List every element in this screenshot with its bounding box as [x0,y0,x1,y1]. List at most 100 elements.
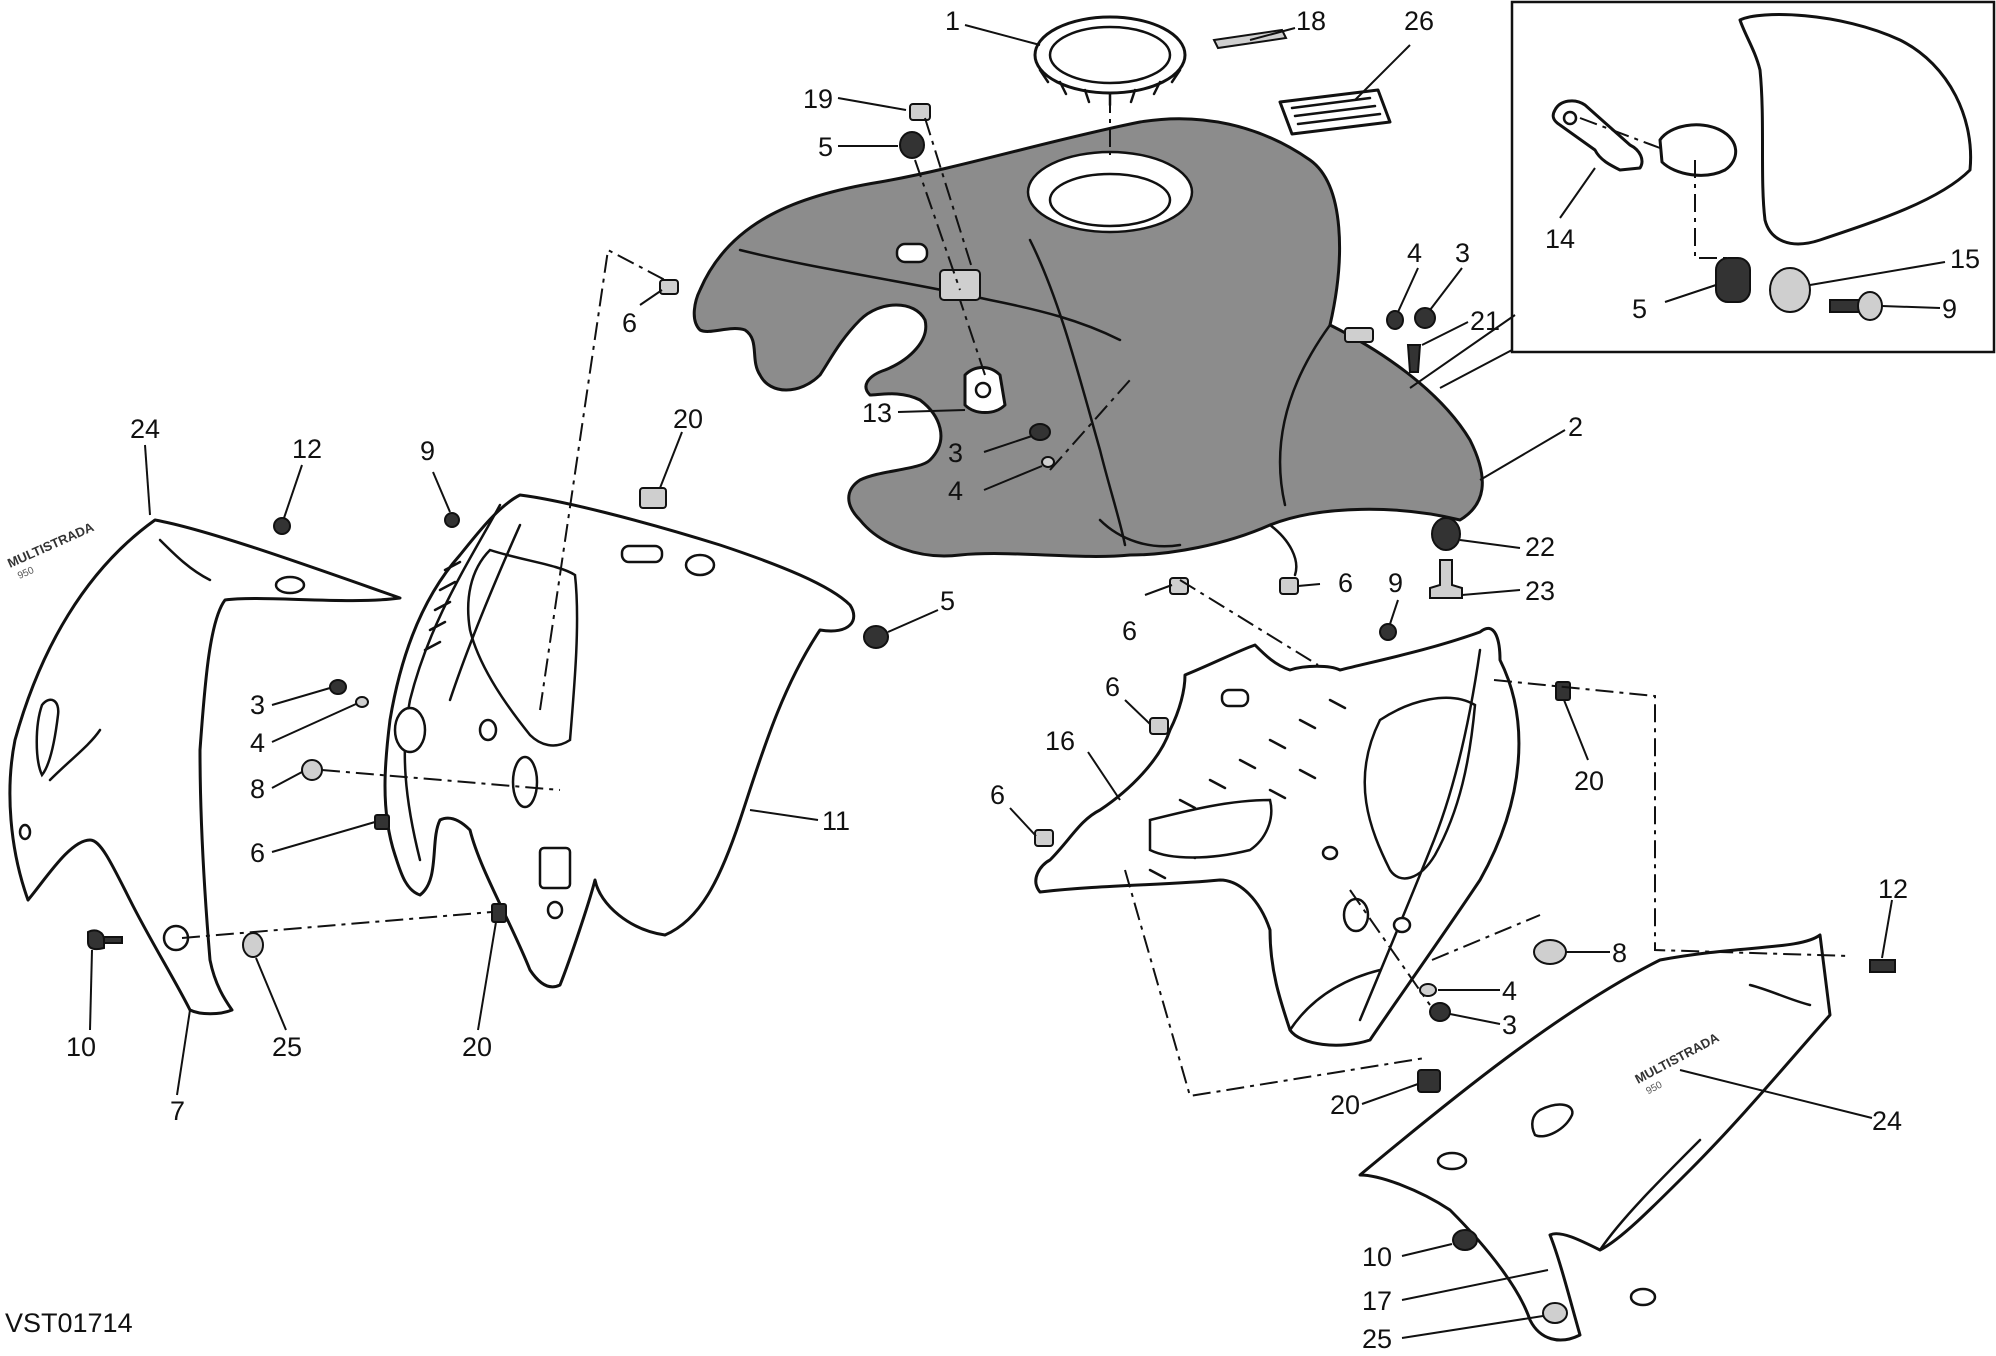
inset-panel-edge [1738,13,1973,246]
callout-25-left: 25 [272,1032,302,1062]
inset-panel-tab [1658,123,1738,177]
clip-6-lower-center [1279,577,1299,595]
line-right-clip20-box [1493,679,1851,957]
inset-grommet-5 [1715,257,1751,303]
callout-4-right: 4 [1502,976,1517,1006]
callout-4-tank-right: 4 [1407,238,1422,268]
leader-4c [271,703,357,743]
washer-4-center [1041,456,1055,468]
left-inner-panel [383,493,856,989]
leader-9c [432,471,451,513]
screw-10-left [87,929,105,951]
callout-4-center: 4 [948,476,963,506]
right-inner-panel-window [1363,696,1477,880]
line-center-screw [1049,379,1131,471]
callout-8-right: 8 [1612,938,1627,968]
leader-15 [1809,261,1946,286]
screw-10-left-shank [103,936,123,944]
screw-21 [1406,344,1422,373]
right-cover-vent [1531,1103,1574,1138]
clip-6-right-panel-top [1149,717,1169,735]
callout-2: 2 [1568,412,1583,442]
leader-22 [1459,539,1521,549]
left-panel-hole-c [546,900,564,920]
leader-24a [144,444,151,516]
left-panel-lower-slot [538,846,572,890]
tank-rib-line [1028,238,1127,547]
filler-ring [1033,15,1187,107]
callout-20-right-upper: 20 [1574,766,1604,796]
right-panel-lower-lip [1288,968,1382,1032]
left-cover-mount-hole [274,575,306,595]
leader-19 [837,97,907,111]
left-inner-panel-edge [403,503,502,862]
callout-10-left: 10 [66,1032,96,1062]
callout-9-right-panel: 9 [1388,568,1403,598]
callout-14: 14 [1545,224,1575,254]
callout-4-left: 4 [250,728,265,758]
drawing-code: VST01714 [5,1308,133,1338]
left-panel-slot-a [620,544,664,564]
filler-opening [1026,150,1194,234]
callout-5-left: 5 [940,586,955,616]
line-right-lower-box [1124,869,1426,1098]
filler-ring-inner [1048,25,1172,85]
screw-12-left [273,517,291,535]
callout-5-inset: 5 [1632,294,1647,324]
left-outer-cover [8,518,402,1016]
callout-8-left: 8 [250,774,265,804]
callout-9-inset: 9 [1942,294,1957,324]
fuel-tank-body [692,117,1484,558]
callout-15: 15 [1950,244,1980,274]
warning-decal [1278,88,1392,136]
callout-20-left-lower: 20 [462,1032,492,1062]
bracket-13-hole [974,381,992,399]
leader-9b [1881,305,1941,309]
line-left-grommet8 [321,769,561,791]
callout-1: 1 [945,6,960,36]
callout-12-right: 12 [1878,874,1908,904]
left-outer-cover-body [8,518,402,1016]
callout-3-right: 3 [1502,1010,1517,1040]
right-panel-hole-b [1392,916,1412,934]
callout-labels: 1 18 26 19 5 6 4 3 21 13 3 4 2 22 23 6 6… [66,6,1980,1354]
callout-12-left: 12 [292,434,322,464]
callout-11: 11 [822,806,850,836]
leader-6b [1297,583,1321,587]
leader-6e [1124,699,1151,725]
left-decal: MULTISTRADA 950 [5,519,97,582]
leader-26 [1354,44,1411,101]
leader-5c [887,609,939,633]
left-panel-hole-a [478,718,498,742]
leader-20a [659,431,683,489]
leader-4b [983,465,1043,491]
line-tank-to-right-panel [1179,579,1319,666]
callout-23: 23 [1525,576,1555,606]
clip-20-right-upper [1555,681,1571,701]
leader-6c [1144,584,1173,596]
left-panel-knob [393,706,427,754]
leader-8a [271,771,303,789]
callout-13: 13 [862,398,892,428]
inset-washer-15 [1769,267,1811,313]
inset-assembly-line [1579,117,1730,259]
left-inner-panel-body [383,493,856,989]
callout-19: 19 [803,84,833,114]
leader-2 [1479,429,1566,481]
hardware-set [87,103,1896,1324]
grommet-8-left [301,759,323,781]
clip-6-right-panel-left [1034,829,1054,847]
line-right-screw-hole [1349,889,1431,1006]
left-panel-boss-a [684,553,716,577]
callout-6-tank-left: 6 [622,308,637,338]
callout-5-tank: 5 [818,132,833,162]
line-grommet5-to-tank [914,159,961,291]
leader-21 [1421,321,1469,346]
callout-20-left-upper: 20 [673,404,703,434]
grommet-5-tank [899,131,925,159]
clip-20-left-upper [639,487,667,509]
leader-3b [983,435,1033,453]
line-left-cover-clip20 [181,911,493,939]
inset-bracket-hole [1562,110,1578,126]
callout-20-right-lower: 20 [1330,1090,1360,1120]
